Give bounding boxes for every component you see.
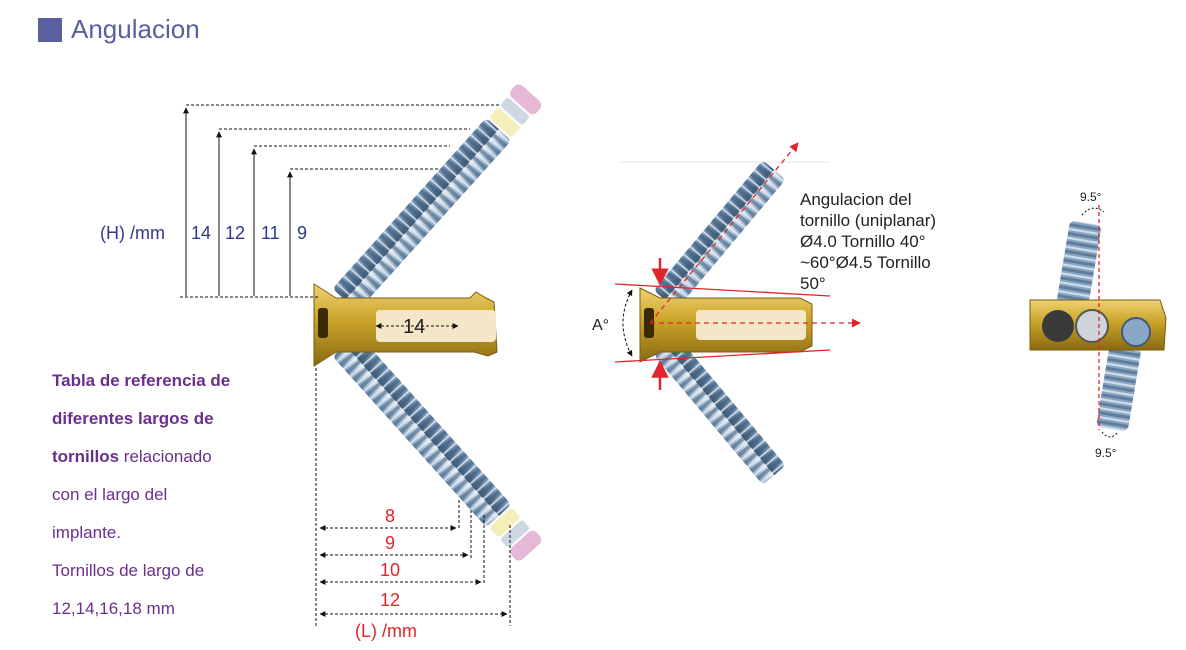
reference-description: Tabla de referencia de diferentes largos… [52, 362, 282, 628]
angulation-line-3: Ø4.0 Tornillo 40° [800, 232, 926, 251]
top-angle-arc [1081, 207, 1105, 216]
height-axis-label: (H) /mm [100, 223, 165, 243]
angulation-line-2: tornillo (uniplanar) [800, 211, 937, 230]
height-value-14: 14 [191, 223, 211, 243]
top-angle-label: 9.5° [1080, 190, 1102, 204]
angulation-lines [614, 142, 861, 390]
middle-upper-screw [655, 162, 784, 308]
title-bullet-square [38, 17, 62, 42]
length-axis-label: (L) /mm [355, 621, 417, 641]
top-view-screw-lower [1096, 328, 1144, 432]
angulation-description: Angulacion del tornillo (uniplanar) Ø4.0… [800, 189, 936, 294]
bottom-angle-arc [1101, 431, 1119, 438]
angle-label: A° [592, 317, 609, 334]
middle-implant-body [639, 287, 813, 363]
description-line-7: 12,14,16,18 mm [52, 599, 175, 618]
angulation-line-5: 50° [800, 274, 826, 293]
description-line-6: Tornillos de largo de [52, 561, 205, 580]
height-value-9: 9 [297, 223, 307, 243]
description-line-1: Tabla de referencia de [52, 371, 231, 390]
lower-screw [334, 335, 542, 561]
length-dimensions [315, 368, 511, 626]
length-value-10: 10 [380, 560, 400, 580]
description-line-4: con el largo del [52, 485, 168, 504]
length-value-12: 12 [380, 590, 400, 610]
description-line-5: implante. [52, 523, 121, 542]
angle-arc [622, 289, 633, 357]
height-value-11: 11 [261, 223, 280, 243]
length-value-8: 8 [385, 506, 395, 526]
page-title: Angulacion [71, 14, 200, 44]
page-header: Angulacion [38, 14, 200, 45]
implant-length-label: 14 [403, 316, 425, 338]
bottom-angle-label: 9.5° [1095, 446, 1117, 460]
description-bold-tornillos: tornillos [52, 447, 120, 466]
height-dimensions [180, 104, 500, 298]
description-line-2: diferentes largos de [52, 409, 214, 428]
top-view-implant [1029, 299, 1167, 351]
length-value-9: 9 [385, 533, 395, 553]
middle-lower-screw [655, 337, 784, 483]
top-view-screw-upper [1055, 220, 1101, 319]
angulation-line-1: Angulacion del [800, 190, 912, 209]
upper-screw [334, 84, 542, 310]
angulation-line-4: ~60°Ø4.5 Tornillo [800, 253, 931, 272]
description-inline-regular: relacionado [119, 447, 212, 466]
description-line-3: tornillos relacionado [52, 438, 282, 476]
height-value-12: 12 [225, 223, 245, 243]
